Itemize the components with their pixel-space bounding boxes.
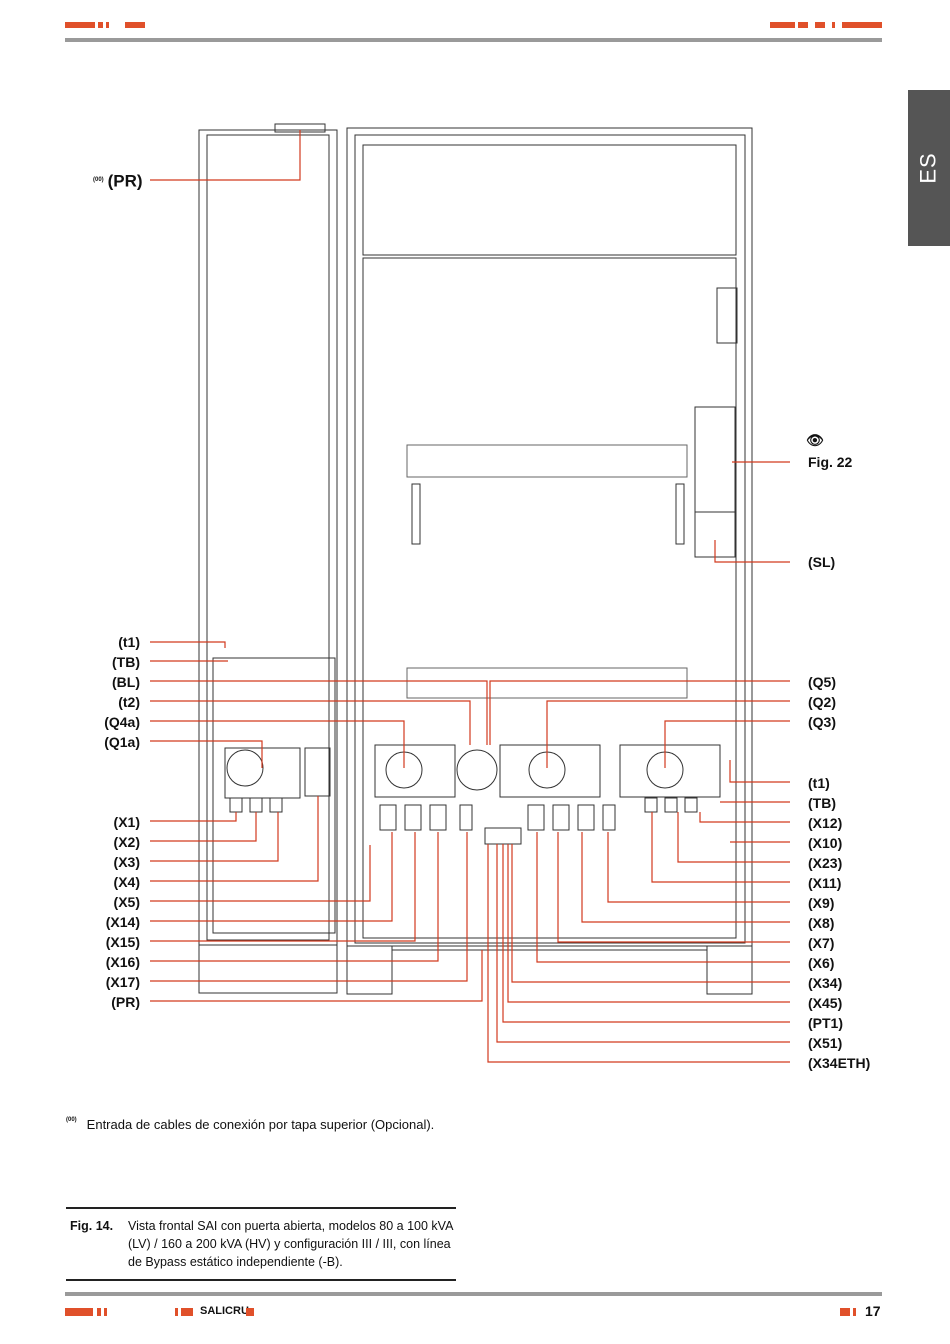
- label-left: (TB): [112, 654, 140, 670]
- header-accent: [798, 22, 808, 28]
- footer-accent: [853, 1308, 856, 1316]
- label-left: (X17): [105, 974, 140, 990]
- footer-rule: [65, 1292, 882, 1296]
- label-left: (X3): [113, 854, 140, 870]
- language-tab: ES: [908, 90, 950, 246]
- eye-icon: 👁: [806, 432, 824, 448]
- label-fig-ref: Fig. 22: [808, 454, 853, 470]
- footer-accent: [246, 1308, 254, 1316]
- label-right: (X10): [808, 835, 843, 851]
- label-left: (t2): [118, 694, 140, 710]
- label-right: (PT1): [808, 1015, 843, 1031]
- footer-accent: [840, 1308, 850, 1316]
- label-left: (X16): [105, 954, 140, 970]
- header-accent: [832, 22, 835, 28]
- left-cabinet: [198, 129, 338, 946]
- footer-accent: [175, 1308, 178, 1316]
- label-left: (Q4a): [104, 714, 140, 730]
- label-right: (X6): [808, 955, 835, 971]
- header-accent: [125, 22, 145, 28]
- label-right: (X34ETH): [808, 1055, 871, 1071]
- label-left: (X14): [105, 914, 140, 930]
- label-right: (X8): [808, 915, 835, 931]
- caption-text: Vista frontal SAI con puerta abierta, mo…: [128, 1219, 453, 1269]
- label-right: (X11): [808, 875, 842, 891]
- left-switch-panel: [212, 657, 336, 934]
- label-right: (TB): [808, 795, 836, 811]
- footer-accent: [97, 1308, 101, 1316]
- footnote-marker: (00): [66, 1117, 77, 1123]
- label-right: (X51): [808, 1035, 843, 1051]
- footer-brand: SALICRU: [200, 1305, 249, 1317]
- label-left: (X5): [113, 894, 140, 910]
- main-cabinet: [346, 127, 753, 947]
- header-accent: [842, 22, 882, 28]
- header-accent: [770, 22, 795, 28]
- label-pr-top: (00) (PR): [93, 171, 143, 191]
- label-right: (X12): [808, 815, 843, 831]
- caption-fig-number: Fig. 14.: [70, 1219, 114, 1233]
- label-right: (X34): [808, 975, 843, 991]
- header-accent: [65, 22, 95, 28]
- label-left: (X15): [105, 934, 140, 950]
- label-left: (PR): [111, 994, 140, 1010]
- footnote-text: Entrada de cables de conexión por tapa s…: [86, 1117, 435, 1132]
- label-right: (Q3): [808, 714, 836, 730]
- label-right: (X23): [808, 855, 843, 871]
- label-right: (Q2): [808, 694, 836, 710]
- label-left: (t1): [118, 634, 140, 650]
- header-accent: [815, 22, 825, 28]
- figure-caption: Fig. 14. Vista frontal SAI con puerta ab…: [66, 1207, 456, 1281]
- header-rule: [65, 38, 882, 42]
- footnote: (00) Entrada de cables de conexión por ta…: [66, 1117, 434, 1132]
- label-left: (Q1a): [104, 734, 140, 750]
- label-right: (X7): [808, 935, 835, 951]
- label-right: (X9): [808, 895, 835, 911]
- header-accent: [106, 22, 109, 28]
- header-accent: [98, 22, 103, 28]
- label-left: (X2): [113, 834, 140, 850]
- footer-accent: [104, 1308, 107, 1316]
- page-number: 17: [865, 1303, 881, 1319]
- footer-accent: [181, 1308, 193, 1316]
- label-left: (BL): [112, 674, 140, 690]
- label-sl: (SL): [808, 554, 836, 570]
- footer-accent: [65, 1308, 93, 1316]
- label-left: (X4): [113, 874, 140, 890]
- label-right: (X45): [808, 995, 843, 1011]
- label-right: (t1): [808, 775, 830, 791]
- label-left: (X1): [113, 814, 140, 830]
- label-right: (Q5): [808, 674, 836, 690]
